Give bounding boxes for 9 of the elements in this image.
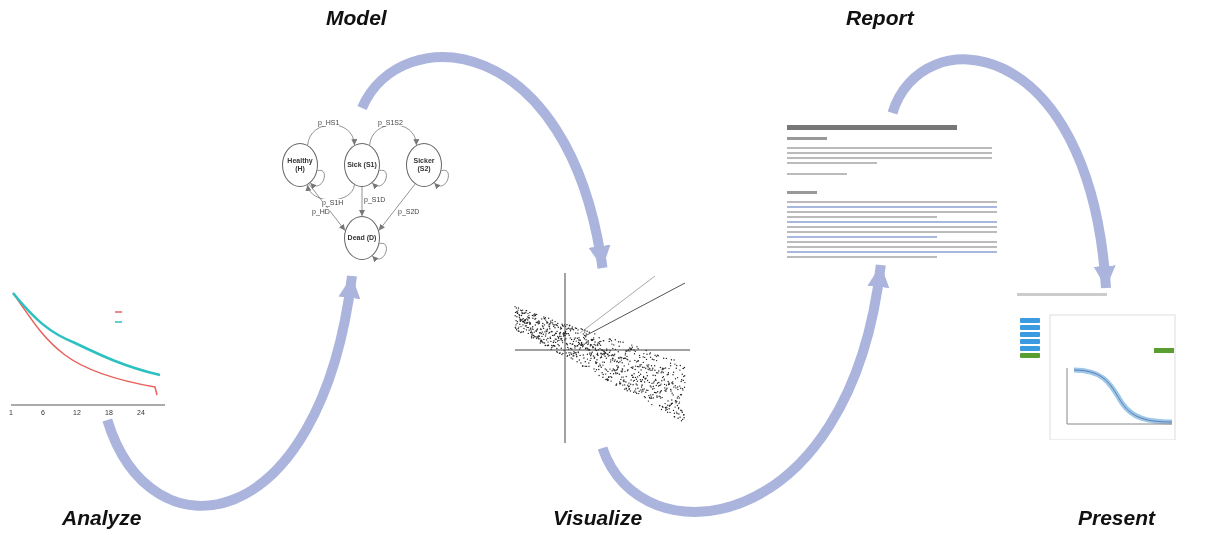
stage-label: Analyze — [62, 506, 142, 530]
curved-arrow — [887, 54, 1115, 289]
curved-arrow — [102, 275, 359, 511]
curved-arrow — [357, 52, 610, 269]
stage-label: Visualize — [553, 506, 643, 530]
stage-label: Model — [326, 6, 387, 30]
stage-label: Present — [1078, 506, 1156, 530]
stage-label: Report — [846, 6, 914, 30]
curved-arrow — [598, 264, 888, 517]
